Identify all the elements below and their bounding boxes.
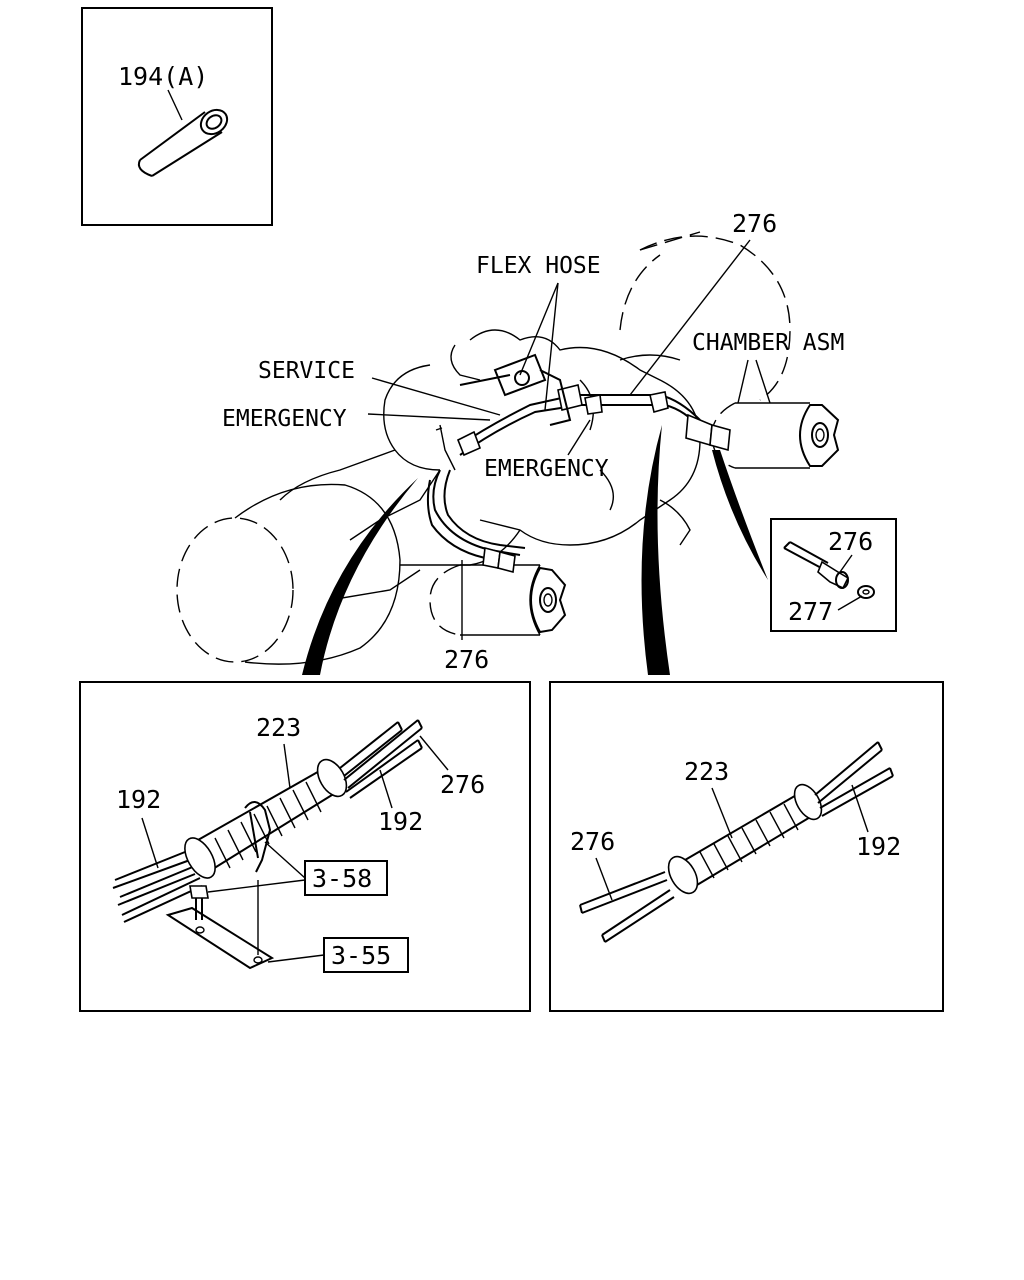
ref-box-3-58: 3-58 (304, 860, 388, 896)
inset-box-194a: 194(A) (81, 7, 273, 226)
label-emergency-center: EMERGENCY (484, 456, 609, 482)
label-br-192: 192 (856, 832, 901, 861)
wrapped-hose-bundle-left (112, 719, 423, 923)
mounting-bolt (189, 885, 209, 920)
fitting-part-276 (783, 541, 850, 590)
label-emergency-left: EMERGENCY (222, 406, 347, 432)
upper-brake-chamber (711, 402, 840, 469)
washer-part-277 (857, 585, 875, 599)
right-brake-drum (619, 231, 791, 401)
label-chamber-asm: CHAMBER ASM (692, 330, 844, 356)
inset-box-276-277: 276 277 (770, 518, 897, 632)
sleeve-part-194a (137, 108, 229, 177)
label-part-276-bottom: 276 (444, 645, 489, 674)
brake-line-routing (426, 353, 731, 574)
label-service: SERVICE (258, 358, 355, 384)
label-br-223: 223 (684, 757, 729, 786)
label-flex-hose: FLEX HOSE (476, 253, 601, 279)
label-bl-192-right: 192 (378, 807, 423, 836)
left-brake-drum (176, 483, 421, 665)
lower-brake-chamber (429, 564, 567, 636)
detail-box-right: 223 276 192 (549, 681, 944, 1012)
label-bl-ref-355: 3-55 (331, 941, 391, 970)
label-part-276-top: 276 (732, 209, 777, 238)
callout-curve-left (302, 478, 418, 675)
label-bl-276: 276 (440, 770, 485, 799)
callout-curve-right (712, 450, 768, 580)
label-part-276-inset: 276 (828, 527, 873, 556)
wrapped-hose-bundle-right (579, 741, 894, 943)
label-br-276: 276 (570, 827, 615, 856)
label-bl-223: 223 (256, 713, 301, 742)
ref-box-3-55: 3-55 (323, 937, 409, 973)
label-bl-192-left: 192 (116, 785, 161, 814)
mounting-bracket (165, 906, 275, 970)
axle-assembly (176, 231, 840, 665)
label-part-277-inset: 277 (788, 597, 833, 626)
detail-box-left: 223 192 192 276 3-58 3-55 (79, 681, 531, 1012)
callout-curve-center (641, 425, 670, 675)
label-part-194a: 194(A) (118, 62, 208, 91)
label-bl-ref-358: 3-58 (312, 864, 372, 893)
